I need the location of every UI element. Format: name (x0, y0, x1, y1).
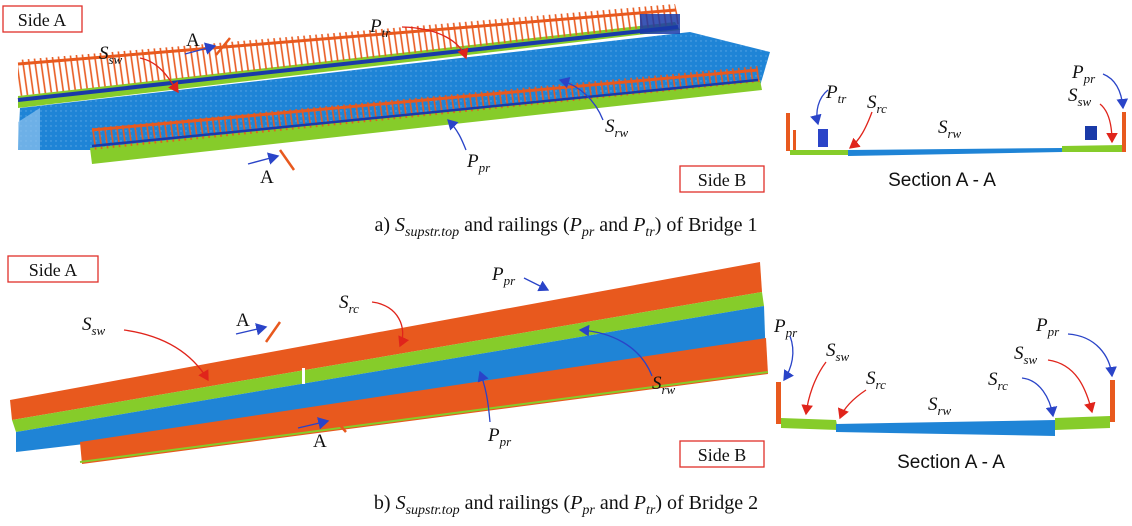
bridge-2-point-cloud (10, 262, 769, 464)
label-ssw-b: Ssw (82, 314, 209, 382)
svg-text:Src: Src (866, 368, 886, 392)
svg-text:Src: Src (867, 92, 887, 116)
svg-text:Ssw: Ssw (82, 314, 106, 338)
label-sec-ssw-left-b: Ssw (801, 340, 850, 416)
section-mark-bottom-a: A (247, 149, 296, 188)
label-sec-srw-a: Srw (938, 117, 962, 141)
svg-text:Ppr: Ppr (466, 151, 491, 175)
svg-text:Ssw: Ssw (1068, 85, 1092, 109)
section-mark-bottom-b: A (297, 413, 347, 452)
svg-text:Ppr: Ppr (1035, 315, 1060, 339)
railing-near (80, 338, 768, 464)
section-mark-label: A (260, 167, 274, 188)
side-b-box-b: Side B (679, 440, 765, 468)
side-b-box-a: Side B (679, 165, 765, 193)
svg-text:Ppr: Ppr (773, 316, 798, 340)
section-mark-top-a: A (184, 30, 231, 56)
panel-a: Side A A (2, 4, 1129, 240)
traffic-rail-far (17, 25, 679, 102)
svg-text:Srw: Srw (652, 373, 676, 397)
label-ppr-a: Ppr (447, 119, 491, 175)
svg-text:Src: Src (339, 292, 359, 316)
label-sec-ptr-a: Ptr (810, 82, 847, 126)
label-srw-a: Srw (558, 77, 629, 140)
railing-far (10, 262, 762, 420)
label-sec-src-left-b: Src (837, 368, 886, 420)
label-ppr-top-b: Ppr (491, 264, 550, 292)
label-sec-ppr-right-b: Ppr (1035, 315, 1117, 378)
svg-text:Ssw: Ssw (99, 43, 123, 67)
sidewalk-near (90, 80, 762, 164)
railing-far (18, 4, 680, 96)
side-a-box: Side A (2, 5, 83, 33)
section-a-a-bridge-1: Section A - A Ptr Src Srw Ppr Ssw (786, 62, 1129, 191)
section-mark-top-b: A (235, 310, 282, 343)
side-a-label: Side A (29, 260, 78, 280)
roadway-surface (16, 306, 766, 452)
bridge-1-point-cloud (17, 4, 770, 164)
label-sec-src-right-b: Src (988, 369, 1058, 418)
caption-a: a) Ssupstr.top and railings (Ppr and Ptr… (374, 214, 757, 240)
sidewalk-far (12, 292, 764, 432)
label-sec-ssw-a: Ssw (1068, 85, 1118, 144)
section-mark-label: A (186, 30, 200, 51)
label-sec-src-a: Src (848, 92, 887, 149)
svg-text:Ppr: Ppr (491, 264, 516, 288)
svg-text:Ptr: Ptr (369, 16, 391, 40)
side-b-label: Side B (698, 170, 747, 190)
svg-text:Src: Src (988, 369, 1008, 393)
svg-text:Srw: Srw (605, 116, 629, 140)
label-sec-srw-b: Srw (928, 394, 952, 418)
section-title: Section A - A (888, 170, 996, 191)
label-ppr-bottom-b: Ppr (477, 370, 512, 449)
section-mark-label: A (236, 310, 250, 331)
section-title: Section A - A (897, 452, 1005, 473)
label-sec-ppr-left-b: Ppr (773, 316, 798, 382)
caption-b: b) Ssupstr.top and railings (Ppr and Ptr… (374, 492, 758, 518)
panel-b: Side A A A Ssw (7, 255, 1117, 518)
svg-text:Ptr: Ptr (825, 82, 847, 106)
label-ssw-a: Ssw (99, 43, 179, 94)
svg-text:Ssw: Ssw (1014, 343, 1038, 367)
label-ptr-a: Ptr (369, 16, 469, 60)
section-mark-label: A (313, 431, 327, 452)
svg-text:Srw: Srw (938, 117, 962, 141)
label-srw-b: Srw (578, 324, 676, 397)
label-sec-ssw-right-b: Ssw (1014, 343, 1096, 414)
label-src-b: Src (339, 292, 410, 348)
svg-text:Ppr: Ppr (487, 425, 512, 449)
svg-text:Ppr: Ppr (1071, 62, 1096, 86)
side-a-box-b: Side A (7, 255, 99, 283)
svg-text:Srw: Srw (928, 394, 952, 418)
side-a-label: Side A (18, 10, 67, 30)
section-a-a-bridge-2: Section A - A Ppr Ssw Src Srw Src Ssw (773, 315, 1117, 473)
side-b-label: Side B (698, 445, 747, 465)
svg-text:Ssw: Ssw (826, 340, 850, 364)
label-sec-ppr-a: Ppr (1071, 62, 1129, 110)
